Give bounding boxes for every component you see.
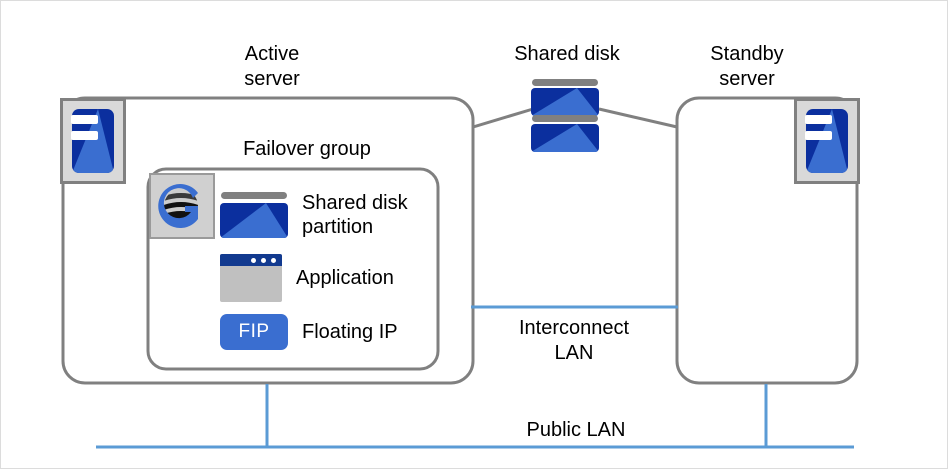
active-server-box: [61, 96, 475, 385]
disk-cap: [221, 192, 287, 199]
floating-ip-badge-icon: FIP: [220, 314, 288, 350]
cluster-g-logo-glyph: [158, 184, 198, 228]
label-active-server: Active server: [244, 43, 300, 90]
server-slot-bar: [805, 115, 832, 124]
server-icon-standby: [794, 98, 860, 184]
server-slot-bar: [71, 115, 98, 124]
disk-platter: [220, 203, 288, 238]
disk-cap: [532, 79, 598, 86]
window-titlebar: [220, 254, 282, 266]
window-dot: [261, 258, 266, 263]
label-failover-group: Failover group: [243, 138, 371, 160]
resource-row-shared-disk-partition[interactable]: Shared disk partition: [220, 191, 408, 239]
server-icon-active: [60, 98, 126, 184]
connector-standby-to-shared-disk: [598, 107, 678, 129]
server-slot-bar: [71, 131, 98, 140]
resource-label-floating-ip: Floating IP: [302, 321, 398, 343]
connector-active-to-shared-disk: [472, 107, 534, 129]
label-shared-disk: Shared disk: [514, 43, 620, 65]
standby-server-box: [675, 96, 859, 385]
label-standby-server: Standby server: [710, 43, 784, 90]
disk-platter: [531, 124, 599, 152]
disk-platter: [531, 88, 599, 116]
window-dot: [251, 258, 256, 263]
disk-cap: [532, 115, 598, 122]
shared-disk-stack-icon: [531, 79, 599, 152]
resource-row-floating-ip[interactable]: FIP Floating IP: [220, 314, 398, 350]
shared-disk-partition-icon: [220, 192, 288, 238]
label-interconnect-lan: Interconnect LAN: [518, 317, 630, 364]
application-window-icon: [220, 254, 282, 302]
window-dot: [271, 258, 276, 263]
resource-label-shared-disk-partition: Shared disk partition: [302, 192, 408, 238]
server-slot-bar: [805, 131, 832, 140]
label-public-lan: Public LAN: [526, 419, 626, 441]
cluster-g-logo-icon: [149, 173, 215, 239]
resource-label-application: Application: [296, 267, 394, 289]
failover-group-box: [146, 167, 440, 371]
resource-row-application[interactable]: Application: [220, 254, 394, 302]
